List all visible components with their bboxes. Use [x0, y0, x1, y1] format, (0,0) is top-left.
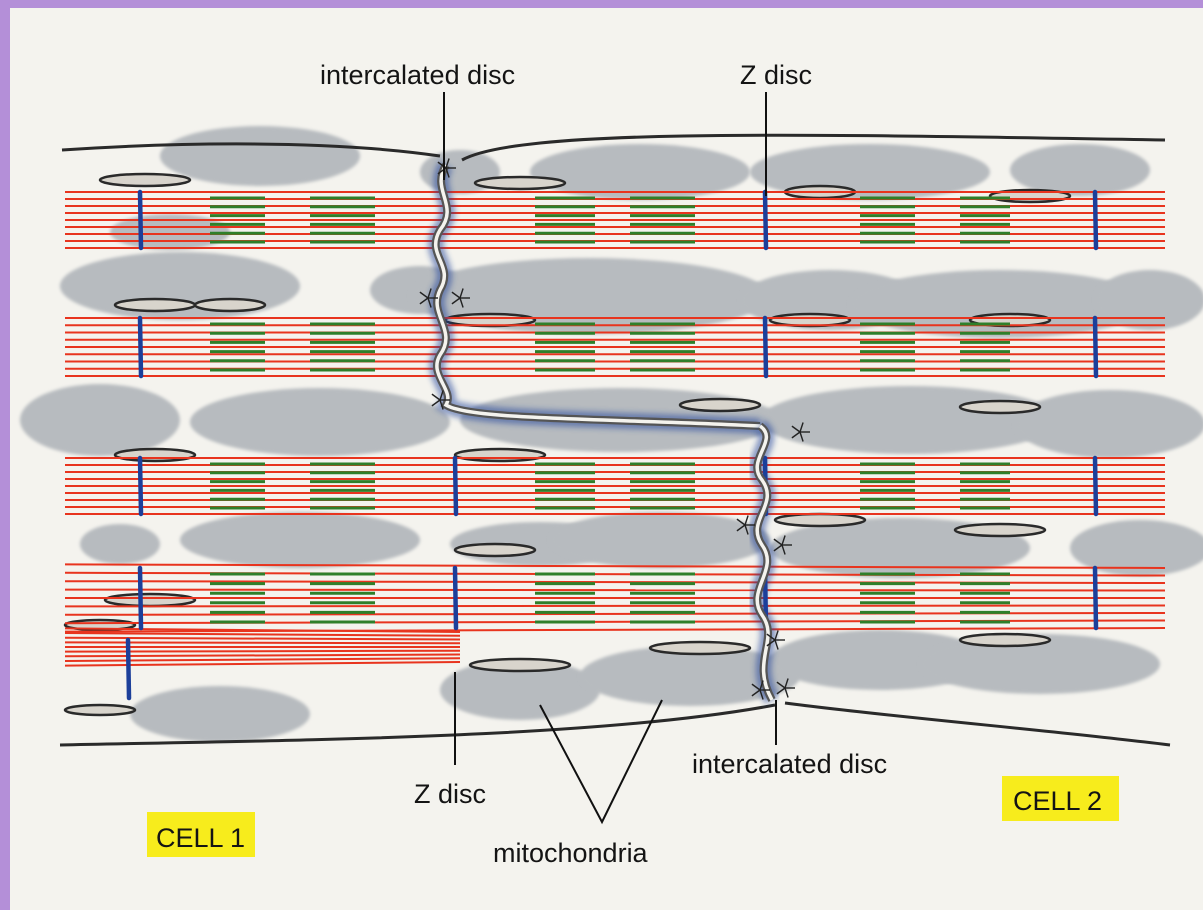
mitochondrion-outlined-7 [445, 314, 535, 326]
mitochondrion-16 [1015, 390, 1203, 458]
mitochondrion-outlined-10 [470, 659, 570, 671]
mitochondrion-outlined-3 [105, 594, 195, 606]
mitochondrion-outlined-20 [960, 401, 1040, 413]
z-disc-1-1 [765, 318, 766, 376]
z-disc-2-0 [140, 458, 141, 514]
mitochondrion-17 [80, 524, 160, 564]
z-disc-mid-3 [455, 568, 456, 628]
mitochondrion-outlined-2 [115, 449, 195, 461]
actin-filament-3-3 [65, 590, 1165, 591]
mitochondrion-11 [1095, 270, 1203, 330]
z-disc-3-0 [140, 568, 141, 628]
mitochondrion-outlined-0 [100, 174, 190, 186]
mitochondrion-outlined-6 [475, 177, 565, 189]
label-cell-1: CELL 1 [156, 823, 245, 853]
mitochondrion-20 [550, 512, 770, 568]
myofibril-row-3 [65, 564, 1165, 631]
mitochondrion-outlined-19 [960, 634, 1050, 646]
mitochondrion-13 [190, 388, 450, 456]
mitochondrion-outlined-1 [115, 299, 195, 311]
actin-filament-4-3 [65, 642, 460, 643]
mitochondrion-outlined-9 [455, 544, 535, 556]
mitochondrion-18 [180, 512, 420, 568]
z-disc-mid-2 [455, 458, 456, 514]
z-disc-0-2 [1095, 192, 1096, 248]
label-intercalated-disc-top: intercalated disc [320, 60, 515, 90]
mitochondrion-outlined-5 [65, 705, 135, 715]
mitochondrion-outlined-8 [455, 449, 545, 461]
mitochondrion-outlined-11 [650, 642, 750, 654]
z-disc-lower [128, 640, 129, 698]
mitochondrion-15 [760, 386, 1060, 454]
z-disc-3-2 [1095, 568, 1096, 628]
z-disc-2-2 [1095, 458, 1096, 514]
label-intercalated-disc-bottom: intercalated disc [692, 749, 887, 779]
label-z-disc-top: Z disc [740, 60, 812, 90]
z-disc-1-0 [140, 318, 141, 376]
label-mitochondria: mitochondria [493, 838, 649, 868]
actin-filament-3-5 [65, 606, 1165, 607]
label-cell-2: CELL 2 [1013, 786, 1102, 816]
z-disc-0-0 [140, 192, 141, 248]
z-disc-1-2 [1095, 318, 1096, 376]
z-disc-0-1 [765, 192, 766, 248]
label-z-disc-bottom: Z disc [414, 779, 486, 809]
mitochondrion-0 [160, 126, 360, 186]
mitochondrion-23 [130, 686, 310, 742]
mitochondrion-outlined-15 [775, 514, 865, 526]
mitochondrion-outlined-13 [770, 314, 850, 326]
mitochondrion-outlined-18 [955, 524, 1045, 536]
actin-filament-4-5 [65, 651, 460, 652]
mitochondrion-12 [20, 384, 180, 456]
mitochondrion-outlined-21 [195, 299, 265, 311]
mitochondrion-outlined-14 [680, 399, 760, 411]
mitochondrion-4 [1010, 144, 1150, 196]
